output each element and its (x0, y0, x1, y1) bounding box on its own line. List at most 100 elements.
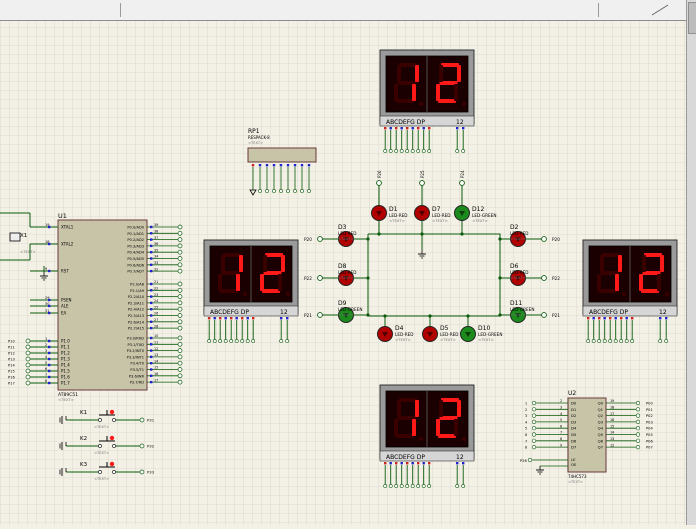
net-terminal[interactable] (531, 419, 537, 425)
net-terminal[interactable] (177, 249, 183, 255)
pin-terminal[interactable] (624, 339, 629, 343)
net-terminal[interactable] (177, 224, 183, 230)
net-terminal[interactable] (177, 379, 183, 385)
pin-terminal[interactable] (602, 339, 607, 343)
pin-terminal[interactable] (427, 149, 432, 153)
mcu-body[interactable] (57, 219, 148, 391)
pin-terminal[interactable] (405, 484, 410, 488)
microcontroller-u1[interactable]: U1AT89C51<TEXT>XTAL119XTAL218RST9PSEN29A… (8, 212, 183, 402)
net-terminal[interactable] (177, 341, 183, 347)
pin-terminal[interactable] (265, 189, 269, 193)
net-terminal[interactable] (635, 426, 641, 431)
pin-terminal[interactable] (619, 339, 624, 343)
net-terminal[interactable] (25, 380, 31, 386)
net-terminal[interactable] (177, 360, 183, 366)
pin-terminal[interactable] (591, 339, 596, 343)
net-terminal[interactable] (25, 374, 31, 380)
pin-terminal[interactable] (388, 484, 393, 488)
net-terminal[interactable] (531, 432, 537, 437)
pin-terminal[interactable] (245, 339, 250, 343)
net-terminal[interactable] (177, 325, 183, 331)
net-terminal[interactable] (177, 256, 183, 261)
net-terminal[interactable] (25, 356, 31, 362)
pin-terminal[interactable] (229, 339, 234, 343)
pin-terminal[interactable] (613, 339, 618, 343)
crystal-x1[interactable]: X1<TEXT> (9, 232, 36, 254)
net-terminal[interactable] (635, 419, 641, 425)
pin-terminal[interactable] (307, 189, 311, 193)
pin-terminal[interactable] (286, 189, 290, 193)
net-terminal[interactable] (177, 287, 183, 293)
net-terminal[interactable] (635, 413, 641, 418)
net-terminal[interactable] (177, 335, 183, 341)
pin-terminal[interactable] (388, 149, 393, 153)
net-terminal[interactable] (177, 348, 183, 353)
net-terminal[interactable] (177, 306, 183, 312)
latch-body[interactable] (567, 397, 607, 473)
net-terminal[interactable] (177, 300, 183, 306)
pin-terminal[interactable] (293, 189, 297, 193)
pushbutton-k2[interactable]: K2<TEXT>P32 (59, 435, 155, 455)
net-terminal[interactable] (531, 400, 537, 406)
net-terminal[interactable] (531, 407, 537, 412)
pin-terminal[interactable] (258, 189, 262, 193)
net-terminal[interactable] (177, 230, 183, 236)
pin-terminal[interactable] (285, 339, 290, 343)
pin-terminal[interactable] (461, 484, 466, 488)
pin-terminal[interactable] (394, 149, 399, 153)
net-terminal[interactable] (317, 275, 323, 281)
pin-terminal[interactable] (597, 339, 602, 343)
net-terminal[interactable] (541, 275, 547, 281)
respack-body[interactable] (247, 147, 317, 163)
net-terminal[interactable] (139, 443, 145, 449)
net-terminal[interactable] (635, 432, 641, 437)
pin-terminal[interactable] (586, 339, 591, 343)
pin-terminal[interactable] (416, 149, 421, 153)
vertical-scrollbar[interactable] (686, 0, 696, 525)
pin-terminal[interactable] (427, 484, 432, 488)
pin-terminal[interactable] (658, 339, 663, 343)
net-terminal[interactable] (635, 400, 641, 406)
pin-terminal[interactable] (416, 484, 421, 488)
net-terminal[interactable] (177, 281, 183, 287)
net-terminal[interactable] (419, 180, 425, 186)
net-terminal[interactable] (177, 354, 183, 360)
pin-terminal[interactable] (279, 189, 283, 193)
pin-terminal[interactable] (300, 189, 304, 193)
net-terminal[interactable] (177, 294, 183, 299)
pin-terminal[interactable] (223, 339, 228, 343)
pin-terminal[interactable] (218, 339, 223, 343)
net-terminal[interactable] (25, 344, 31, 350)
net-terminal[interactable] (139, 417, 145, 423)
net-terminal[interactable] (531, 426, 537, 431)
net-terminal[interactable] (635, 445, 641, 450)
net-terminal[interactable] (531, 438, 537, 443)
pin-terminal[interactable] (410, 484, 415, 488)
net-terminal[interactable] (139, 469, 145, 475)
net-terminal[interactable] (317, 312, 323, 318)
pushbutton-k3[interactable]: K3<TEXT>P33 (59, 461, 155, 481)
pin-terminal[interactable] (410, 149, 415, 153)
pin-terminal[interactable] (461, 149, 466, 153)
pin-terminal[interactable] (664, 339, 669, 343)
net-terminal[interactable] (177, 237, 183, 242)
net-terminal[interactable] (177, 373, 183, 379)
crystal-body[interactable] (9, 232, 21, 242)
net-terminal[interactable] (459, 180, 465, 186)
net-terminal[interactable] (177, 262, 183, 268)
net-terminal[interactable] (25, 350, 31, 356)
scrollbar-thumb[interactable] (688, 2, 696, 34)
pin-terminal[interactable] (251, 339, 256, 343)
net-terminal[interactable] (177, 313, 183, 318)
